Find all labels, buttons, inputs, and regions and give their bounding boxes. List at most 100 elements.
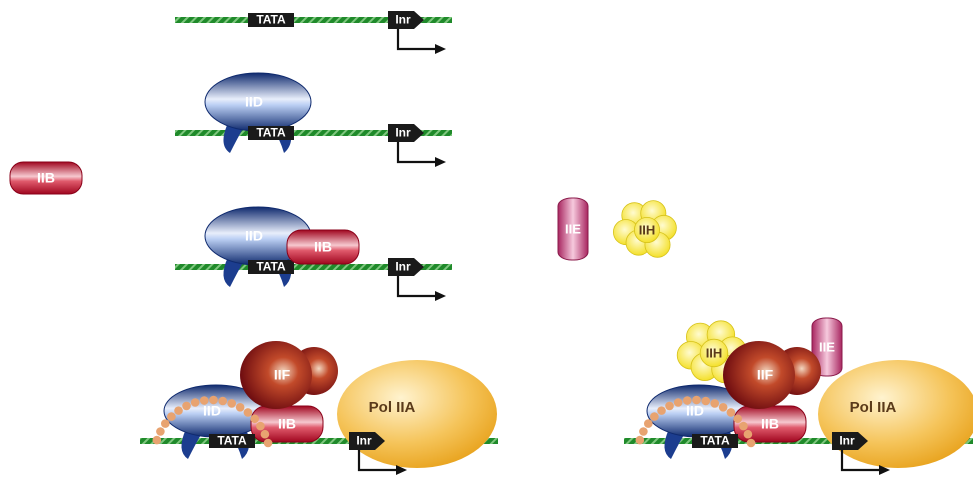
inr-label: Inr [839, 434, 855, 448]
ctd-bead [650, 412, 659, 421]
ctd-bead [190, 398, 200, 407]
iib-body [286, 229, 360, 265]
arrow-head [435, 44, 446, 54]
ctd-bead [746, 438, 756, 448]
ctd-bead [152, 435, 162, 445]
ctd-bead [218, 396, 228, 406]
transcription-start-arrow [840, 450, 880, 472]
iih-label: IIH [706, 345, 723, 360]
ctd-bead [263, 438, 273, 448]
iid-saddle-left [223, 123, 244, 153]
tata-box [248, 126, 294, 140]
step-1-promoter: TATA Inr [175, 11, 452, 54]
ctd-bead [235, 403, 245, 412]
iib-label: IIB [37, 170, 55, 186]
inr-box [832, 432, 868, 450]
transcription-start-arrow [396, 276, 436, 298]
iih-label: IIH [639, 222, 656, 237]
ctd-bead [156, 427, 165, 436]
ctd-bead [743, 429, 753, 439]
tata-label: TATA [256, 260, 286, 274]
ctd-bead [701, 396, 711, 406]
inr-box [388, 124, 424, 142]
inr-box [349, 432, 385, 450]
iif-large-lobe [240, 341, 312, 409]
ctd-bead [227, 399, 237, 408]
ctd-bead [199, 396, 209, 405]
ctd-bead [635, 435, 645, 445]
arrow-head [435, 291, 446, 301]
tata-label: TATA [256, 126, 286, 140]
ctd-bead [260, 429, 270, 439]
ctd-bead [673, 398, 683, 407]
dna-strand [140, 438, 498, 444]
dna-strand [624, 438, 973, 444]
ctd-bead [256, 421, 265, 431]
iif-label: IIF [757, 367, 774, 383]
step-5-full-preinitiation-complex: Pol IIA IIH IIE IID IIB TATA IIF Inr [624, 317, 973, 475]
ctd-bead [161, 419, 170, 428]
ctd-bead [657, 406, 666, 415]
ctd-bead [250, 414, 260, 424]
iib-body [9, 161, 83, 195]
iie-body [811, 317, 843, 377]
ctd-bead [739, 421, 748, 431]
iid-saddle-left [223, 257, 244, 287]
step-2-iid-binding: IID TATA Inr [175, 72, 452, 167]
tata-box [248, 13, 294, 27]
pol-iia-label: Pol IIA [850, 399, 897, 416]
ctd-bead [209, 395, 218, 405]
dna-strand [175, 17, 452, 23]
iib-label: IIB [278, 416, 296, 432]
tata-box [209, 434, 255, 448]
pol-iia-body [337, 360, 497, 468]
inr-label: Inr [395, 13, 411, 27]
dna-strand [175, 130, 452, 136]
ctd-bead [174, 406, 183, 415]
ctd-bead [243, 408, 253, 417]
iif-large-lobe [723, 341, 795, 409]
inr-box [388, 11, 424, 29]
inr-label: Inr [356, 434, 372, 448]
iid-label: IID [245, 228, 263, 244]
iid-label: IID [203, 403, 221, 419]
iid-label: IID [245, 94, 263, 110]
pol-iia-label: Pol IIA [369, 399, 416, 416]
ctd-bead [639, 427, 648, 436]
tata-box [248, 260, 294, 274]
transcription-start-arrow [396, 142, 436, 164]
transcription-start-arrow [357, 450, 397, 472]
ctd-bead [167, 412, 176, 421]
step-3-iib-binding: IID TATA IIB Inr [175, 206, 452, 301]
inr-label: Inr [395, 260, 411, 274]
iie-label: IIE [819, 339, 835, 354]
arrow-head [435, 157, 446, 167]
iih-subunit [699, 338, 729, 368]
tata-label: TATA [700, 434, 730, 448]
ctd-bead [665, 401, 674, 411]
tata-label: TATA [256, 13, 286, 27]
ctd-bead [692, 395, 701, 405]
inr-label: Inr [395, 126, 411, 140]
ctd-bead [726, 408, 736, 417]
ctd-bead [644, 419, 653, 428]
iid-label: IID [686, 403, 704, 419]
iid-saddle-left [181, 429, 202, 459]
free-iie-iih: IIE IIH [557, 197, 677, 261]
tata-label: TATA [217, 434, 247, 448]
inr-box [388, 258, 424, 276]
tata-box [692, 434, 738, 448]
arrow-head [879, 465, 890, 475]
iib-label: IIB [761, 416, 779, 432]
ctd-bead [733, 414, 743, 424]
iif-label: IIF [274, 367, 291, 383]
arrow-head [396, 465, 407, 475]
free-iib: IIB [9, 161, 83, 195]
iib-label: IIB [314, 239, 332, 255]
dna-strand [175, 264, 452, 270]
iie-label: IIE [565, 221, 581, 236]
ctd-bead [718, 403, 728, 412]
iie-body [557, 197, 589, 261]
ctd-bead [182, 401, 191, 411]
